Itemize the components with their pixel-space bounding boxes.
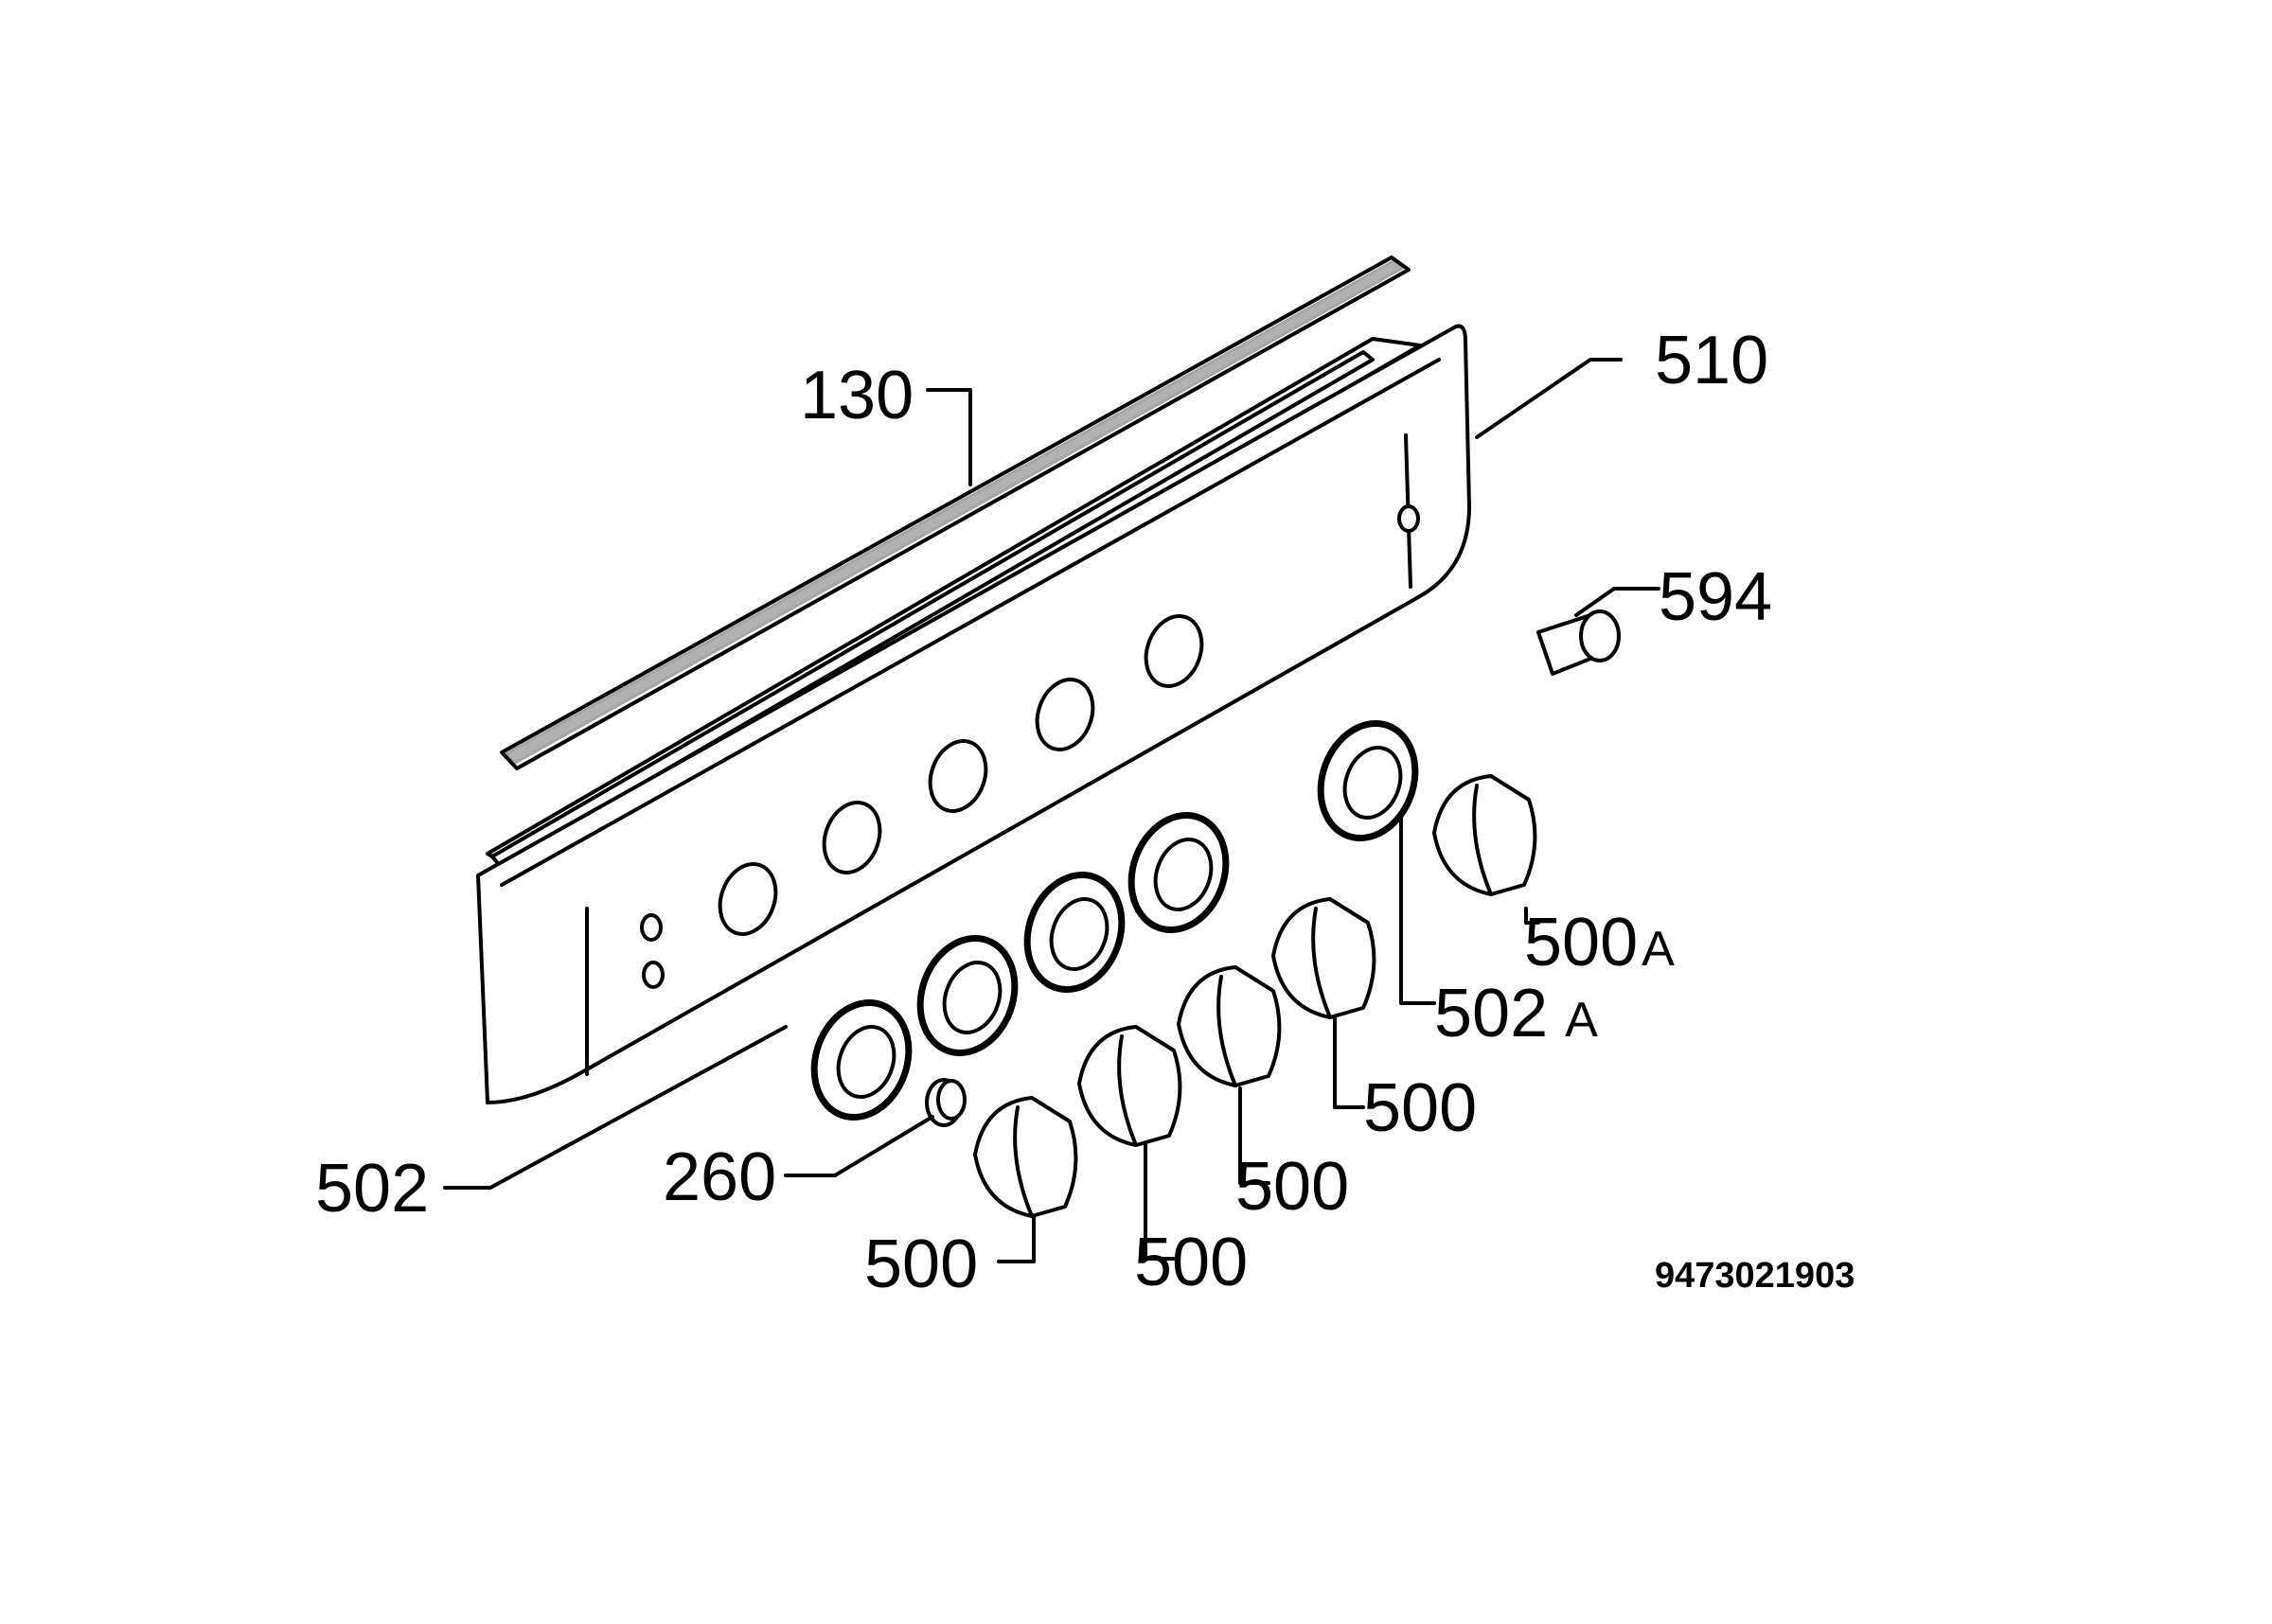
drawing-code: 9473021903	[1655, 1256, 1855, 1296]
control-knobs	[973, 774, 1537, 1218]
label-500a: 500A	[1524, 905, 1675, 980]
label-500-2: 500	[1134, 1225, 1248, 1300]
label-510: 510	[1655, 323, 1768, 398]
label-260: 260	[663, 1139, 776, 1215]
label-500-1: 500	[864, 1227, 978, 1302]
label-500-3: 500	[1235, 1149, 1349, 1225]
label-502: 502	[315, 1151, 429, 1227]
control-panel	[476, 324, 1471, 1104]
indicator-lamp	[1536, 609, 1621, 676]
label-500-4: 500	[1363, 1070, 1477, 1146]
label-594: 594	[1659, 559, 1772, 635]
bezel-rings	[810, 719, 1419, 1121]
label-130: 130	[800, 358, 914, 433]
spring	[925, 1078, 967, 1127]
sealing-strip	[500, 256, 1411, 770]
leader-lines	[443, 358, 1660, 1263]
